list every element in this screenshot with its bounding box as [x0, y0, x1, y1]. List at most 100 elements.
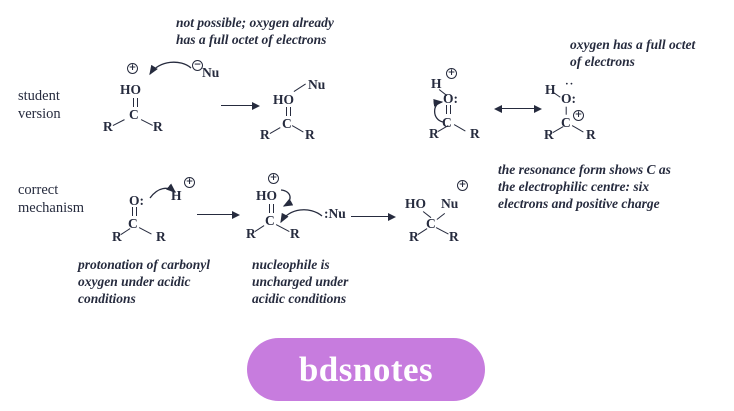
bdsnotes-watermark-badge: bdsnotes	[247, 338, 485, 401]
atom-label-c: C	[442, 115, 452, 130]
double-bond	[446, 105, 451, 114]
atom-label-r: R	[112, 229, 122, 244]
atom-label-r: R	[153, 119, 163, 134]
atom-label-h: H	[171, 188, 182, 203]
atom-label-o: O:	[561, 91, 576, 106]
text-line: nucleophile is	[252, 257, 330, 272]
single-bond	[417, 228, 428, 236]
watermark-text: bdsnotes	[298, 349, 434, 389]
single-bond	[291, 125, 304, 133]
atom-label-c: C	[128, 216, 138, 231]
text-line: acidic conditions	[252, 291, 347, 306]
plus-charge: +	[184, 177, 195, 188]
plus-charge: +	[127, 63, 138, 74]
atom-label-c: C	[129, 107, 139, 122]
row-label-student-version: student version	[18, 87, 61, 123]
text-line: uncharged under	[252, 274, 349, 289]
arrowhead-right	[252, 101, 260, 110]
text-line: protonation of carbonyl	[78, 257, 211, 272]
single-bond	[571, 125, 584, 133]
atom-label-r: R	[544, 127, 554, 142]
text-line: version	[18, 106, 61, 122]
atom-label-r: R	[103, 119, 113, 134]
arrow-shaft	[500, 107, 536, 110]
atom-label-r: R	[305, 127, 315, 142]
note-resonance-form: the resonance form shows C as the electr…	[498, 161, 671, 212]
curved-arrow-nu-to-carbon	[280, 209, 323, 224]
text-line: conditions	[78, 291, 136, 306]
single-bond	[269, 127, 281, 135]
single-bond	[436, 212, 446, 221]
resonance-arrow	[494, 104, 542, 113]
text-line: the resonance form shows C as	[498, 162, 671, 177]
atom-label-nu: Nu	[202, 65, 220, 80]
text-line: not possible; oxygen already	[176, 15, 334, 30]
arrowhead-right	[388, 212, 396, 221]
curved-arrow-oxygen-to-h	[149, 183, 176, 199]
text-line: electrons and positive charge	[498, 196, 660, 211]
atom-label-r: R	[449, 229, 459, 244]
text-line: correct	[18, 182, 59, 198]
double-bond	[132, 207, 137, 216]
atom-label-r: R	[409, 229, 419, 244]
text-line: the electrophilic centre: six	[498, 179, 650, 194]
reaction-arrow-attack	[350, 212, 396, 221]
single-bond	[435, 227, 449, 235]
arrow-shaft	[197, 213, 234, 216]
arrow-shaft	[221, 104, 254, 107]
atom-label-c: C	[265, 213, 275, 228]
text-line: oxygen under acidic	[78, 274, 191, 289]
single-bond	[120, 228, 131, 236]
note-oxygen-octet: oxygen has a full octet of electrons	[570, 36, 695, 70]
atom-label-h: H	[545, 82, 556, 97]
double-bond	[133, 98, 138, 107]
single-bond	[453, 124, 466, 132]
atom-label-c: C	[561, 115, 571, 130]
atom-label-h: H	[431, 76, 442, 91]
atom-label-ho: HO	[273, 92, 295, 107]
single-bond	[140, 119, 153, 127]
reaction-arrow-protonation	[196, 210, 240, 219]
plus-charge: +	[268, 173, 279, 184]
text-line: student	[18, 88, 60, 104]
single-bond	[565, 106, 567, 115]
minus-charge: −	[192, 60, 203, 71]
atom-label-r: R	[429, 126, 439, 141]
atom-label-ho: HO	[256, 188, 278, 203]
single-bond	[254, 225, 265, 233]
atom-label-r: R	[156, 229, 166, 244]
single-bond	[293, 83, 307, 93]
atom-label-r: R	[470, 126, 480, 141]
curved-arrow-nu-to-oxygen	[149, 61, 192, 76]
row-label-correct-mechanism: correct mechanism	[18, 181, 84, 217]
caption-nucleophile: nucleophile is uncharged under acidic co…	[252, 256, 348, 307]
atom-label-ho: HO	[405, 196, 427, 211]
arrowhead-right	[232, 210, 240, 219]
reaction-arrow-student	[220, 101, 260, 110]
arrowhead-right	[534, 104, 542, 113]
text-line: of electrons	[570, 54, 635, 69]
atom-label-r: R	[290, 226, 300, 241]
plus-charge: +	[457, 180, 468, 191]
atom-label-c: C	[282, 116, 292, 131]
atom-label-r: R	[586, 127, 596, 142]
atom-label-r: R	[246, 226, 256, 241]
atom-label-ho: HO	[120, 82, 142, 97]
text-line: oxygen has a full octet	[570, 37, 696, 52]
single-bond	[138, 227, 152, 235]
atom-label-nu: Nu	[441, 196, 459, 211]
atom-label-c: C	[426, 216, 436, 231]
atom-label-o: O:	[443, 91, 458, 106]
arrow-shaft	[351, 215, 390, 218]
atom-label-r: R	[260, 127, 270, 142]
single-bond	[112, 119, 125, 127]
atom-label-o: O:	[129, 193, 144, 208]
curved-arrow-pi-to-oxygen	[433, 98, 444, 123]
